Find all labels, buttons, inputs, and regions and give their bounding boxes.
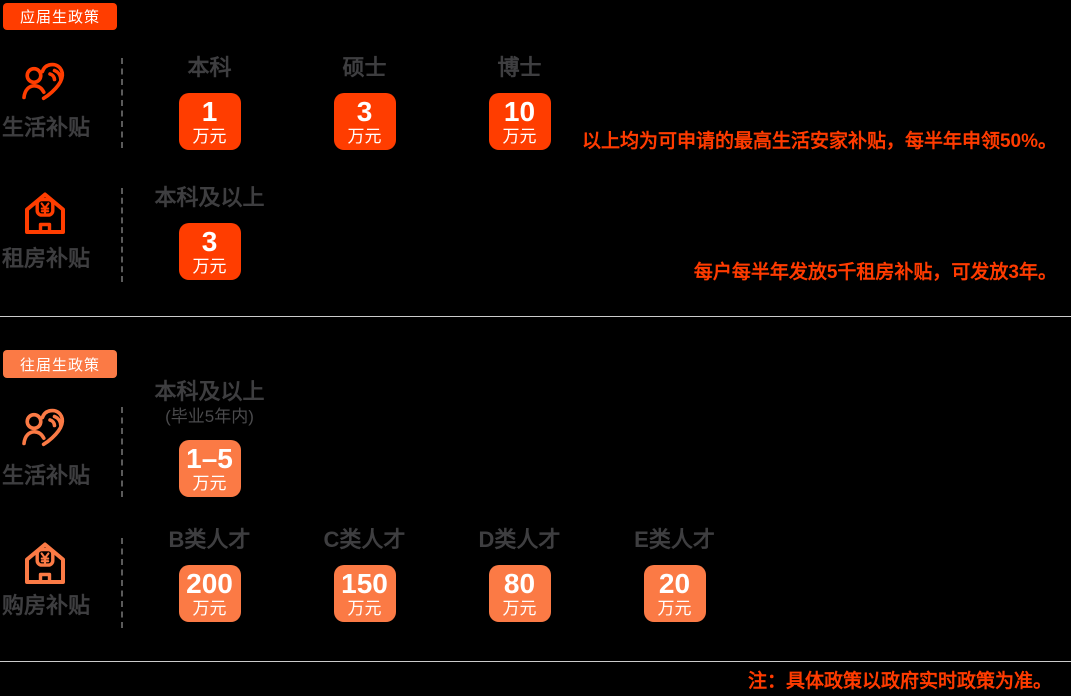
amount-unit: 万元: [502, 599, 537, 618]
column-header: C类人才: [323, 527, 406, 552]
people-heart-icon: [22, 406, 68, 454]
amount-unit: 万元: [192, 257, 227, 276]
row-label: 购房补贴: [1, 593, 90, 618]
section-divider: [0, 316, 1071, 317]
column-header: E类人才: [634, 527, 715, 552]
amount-value: 3: [356, 96, 373, 127]
policy-note: 以上均为可申请的最高生活安家补贴，每半年申领50%。: [581, 131, 1057, 152]
amount-unit: 万元: [192, 474, 227, 493]
dashed-divider: [121, 407, 123, 497]
amount-value: 150: [341, 568, 388, 599]
column-header: 本科及以上: [154, 379, 265, 404]
house-yen-icon: [22, 539, 68, 587]
footer-disclaimer: 注：具体政策以政府实时政策为准。: [747, 671, 1052, 692]
dashed-divider: [121, 188, 123, 282]
amount-value: 80: [503, 568, 536, 599]
amount-value: 20: [658, 568, 691, 599]
row-label: 生活补贴: [1, 115, 90, 140]
amount-unit: 万元: [192, 127, 227, 146]
column-header: D类人才: [478, 527, 561, 552]
dashed-divider: [121, 58, 123, 148]
amount-value: 10: [503, 96, 536, 127]
amount-unit: 万元: [657, 599, 692, 618]
people-heart-icon: [22, 60, 68, 108]
amount-unit: 万元: [347, 599, 382, 618]
column-subheader: (毕业5年内): [165, 407, 254, 426]
section-tag: 往届生政策: [3, 350, 117, 378]
column-header: 博士: [497, 55, 542, 80]
amount-unit: 万元: [192, 599, 227, 618]
row-label: 租房补贴: [1, 246, 90, 271]
amount-value: 200: [186, 568, 233, 599]
amount-unit: 万元: [347, 127, 382, 146]
column-header: 本科及以上: [154, 185, 265, 210]
column-header: 本科: [187, 55, 232, 80]
section-tag: 应届生政策: [3, 3, 117, 30]
column-header: B类人才: [168, 527, 251, 552]
amount-value: 1–5: [186, 443, 233, 474]
amount-value: 1: [201, 96, 218, 127]
column-header: 硕士: [342, 55, 387, 80]
policy-note: 每户每半年发放5千租房补贴，可发放3年。: [693, 262, 1057, 283]
dashed-divider: [121, 538, 123, 628]
row-label: 生活补贴: [1, 463, 90, 488]
house-yen-icon: [22, 189, 68, 237]
footer-divider: [0, 661, 1071, 662]
amount-unit: 万元: [502, 127, 537, 146]
amount-value: 3: [201, 226, 218, 257]
